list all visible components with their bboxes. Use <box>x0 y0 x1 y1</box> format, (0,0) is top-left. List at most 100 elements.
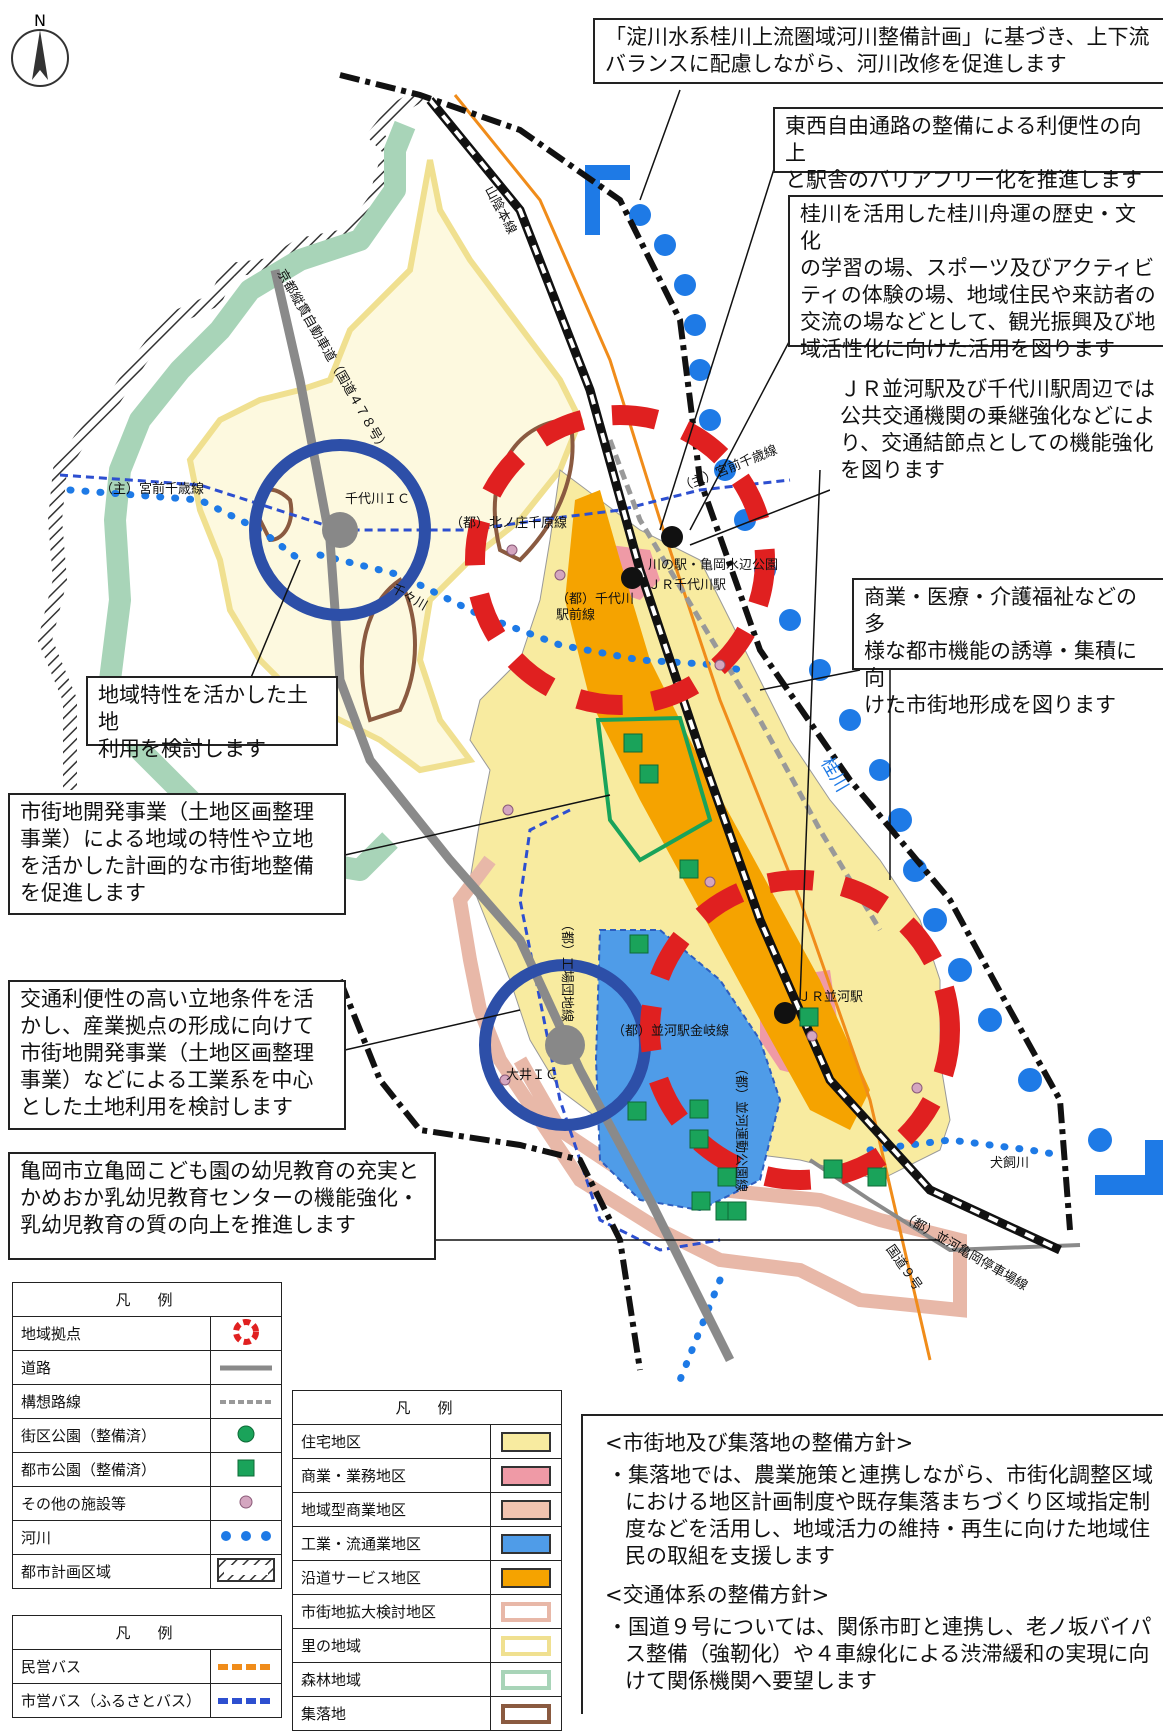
label-oi-ic: 大井ＩＣ <box>506 1068 559 1083</box>
roadside-swatch <box>501 1567 551 1588</box>
legend-swatch <box>210 1384 282 1419</box>
legend-land-use: 凡 例 住宅地区 商業・業務地区 地域型商業地区 工業・流通業地区 沿道サービス… <box>292 1390 562 1731</box>
legend-swatch <box>490 1662 562 1697</box>
municipal-bus-route-south <box>518 808 721 1252</box>
kyoto-jukan-expressway <box>270 269 735 1363</box>
hatched-box-icon <box>217 1557 275 1582</box>
river-mouth-bracket-top <box>585 165 630 235</box>
callout-childcare: 亀岡市立亀岡こども園の幼児教育の充実と かめおか乳幼児教育センターの機能強化・ … <box>8 1152 436 1260</box>
label-jr-namikawa: ＪＲ並河駅 <box>798 990 864 1005</box>
legend-swatch <box>210 1649 282 1684</box>
callout-urban-development: 市街地開発事業（土地区画整理 事業）による地域の特性や立地 を活かした計画的な市… <box>8 793 346 915</box>
city-parks <box>623 733 887 1221</box>
planned-road-icon <box>220 1399 272 1404</box>
regional-base-ring-namikawa <box>640 870 960 1190</box>
policy-heading-transport: <交通体系の整備方針> <box>605 1583 830 1607</box>
green-square-icon <box>237 1459 255 1476</box>
kawanoeki-marker <box>661 526 683 548</box>
label-kawanoeki: 川の駅・亀岡水辺公園 <box>648 558 779 573</box>
blue-dash-icon <box>218 1697 274 1704</box>
callout-river-improvement: 「淀川水系桂川上流圏域河川整備計画」に基づき、上下流 バランスに配慮しながら、河… <box>593 18 1163 84</box>
label-jr-chiyokawa: ＪＲ千代川駅 <box>648 578 727 593</box>
planned-road <box>607 439 883 932</box>
ring-icon <box>233 1318 259 1345</box>
callout-katsura-utilization: 桂川を活用した桂川舟運の歴史・文化 の学習の場、スポーツ及びアクティビ ティの体… <box>788 195 1163 361</box>
south-river <box>676 1276 724 1384</box>
label-chiyokawa-ic: 千代川ＩＣ <box>345 492 411 507</box>
legend-bus: 凡 例 民営バス 市営バス（ふるさとバス） <box>12 1615 282 1718</box>
green-circle-icon <box>237 1425 255 1442</box>
legend-item-label: その他の施設等 <box>12 1486 211 1521</box>
jr-sanin-railway-dashes <box>428 98 1061 1252</box>
legend-item-label: 森林地域 <box>292 1662 491 1697</box>
local-commercial-swatch <box>501 1499 551 1520</box>
river-dots-icon <box>221 1530 271 1541</box>
legend-item-label: 地域拠点 <box>12 1316 211 1351</box>
legend-swatch <box>210 1316 282 1351</box>
pink-circle-icon <box>239 1495 253 1508</box>
callout-leader-lines <box>249 89 940 1241</box>
legend-item-label: 構想路線 <box>12 1384 211 1419</box>
inukai-river <box>866 1136 1064 1159</box>
expansion-swatch <box>501 1601 551 1622</box>
legend-swatch <box>490 1560 562 1595</box>
jr-namikawa-station <box>774 1002 796 1024</box>
legend-item-label: 集落地 <box>292 1696 491 1731</box>
legend-item-label: 都市計画区域 <box>12 1554 211 1589</box>
callout-free-passage: 東西自由通路の整備による利便性の向上 と駅舎のバリアフリー化を推進します <box>773 107 1163 192</box>
callout-urban-functions: 商業・医療・介護福祉などの多 様な都市機能の誘導・集積に向 けた市街地形成を図り… <box>852 578 1163 717</box>
legend-swatch <box>490 1492 562 1527</box>
municipal-boundary <box>339 72 1073 1231</box>
policy-heading-urban: <市街地及び集落地の整備方針> <box>605 1431 914 1455</box>
legend-swatch <box>490 1424 562 1459</box>
private-bus-route <box>453 94 932 1361</box>
north-label: N <box>34 11 46 30</box>
legend-land-use-title: 凡 例 <box>292 1390 562 1425</box>
legend-item-label: 市街地拡大検討地区 <box>292 1594 491 1629</box>
policy-body-transport: ・国道９号については、関係市町と連携し、老ノ坂バイパ ス整備（強靭化）や４車線化… <box>607 1615 1152 1693</box>
legend-item-label: 街区公園（整備済） <box>12 1418 211 1453</box>
satoyama-swatch <box>501 1635 551 1656</box>
legend-item-label: 市営バス（ふるさとバス） <box>12 1683 211 1718</box>
legend-item-label: 沿道サービス地区 <box>292 1560 491 1595</box>
legend-swatch <box>210 1520 282 1555</box>
callout-industrial-base: 交通利便性の高い立地条件を活 かし、産業拠点の形成に向けて 市街地開発事業（土地… <box>8 980 346 1130</box>
legend-item-label: 道路 <box>12 1350 211 1385</box>
legend-item-label: 商業・業務地区 <box>292 1458 491 1493</box>
label-kitanosho: （都）北ノ庄千原線 <box>450 516 568 531</box>
regional-base-ring-chiyokawa <box>465 405 775 715</box>
policy-body-urban: ・集落地では、農業施策と連携しながら、市街化調整区域 における地区計画制度や既存… <box>607 1463 1153 1568</box>
legend-swatch <box>490 1594 562 1629</box>
settlement-loop-1 <box>360 577 417 723</box>
label-namikawa-undo: （都）並河運動公園線 <box>733 1062 748 1193</box>
callout-land-use-study: 地域特性を活かした土地 利用を検討します <box>86 676 338 761</box>
legend-symbols-title: 凡 例 <box>12 1282 282 1317</box>
legend-swatch <box>490 1526 562 1561</box>
legend-item-label: 河川 <box>12 1520 211 1555</box>
park-development-zone <box>595 715 713 863</box>
legend-swatch <box>210 1350 282 1385</box>
legend-swatch <box>490 1458 562 1493</box>
policy-box: <市街地及び集落地の整備方針> ・集落地では、農業施策と連携しながら、市街化調整… <box>581 1414 1163 1714</box>
other-facilities <box>499 544 923 1094</box>
legend-swatch <box>210 1486 282 1521</box>
legend-swatch <box>210 1554 282 1589</box>
legend-swatch <box>490 1628 562 1663</box>
orange-dash-icon <box>218 1663 274 1670</box>
label-kojodanchi: （都）工場団地線 <box>559 918 574 1023</box>
legend-item-label: 地域型商業地区 <box>292 1492 491 1527</box>
industrial-swatch <box>501 1533 551 1554</box>
legend-item-label: 民営バス <box>12 1649 211 1684</box>
legend-swatch <box>490 1696 562 1731</box>
label-miyamae-west: （主）宮前千歳線 <box>100 482 205 497</box>
legend-item-label: 里の地域 <box>292 1628 491 1663</box>
legend-swatch <box>210 1418 282 1453</box>
label-inukai: 犬飼川 <box>990 1156 1030 1171</box>
label-chiyokawa-ekimae: （都）千代川 駅前線 <box>556 592 635 623</box>
legend-item-label: 住宅地区 <box>292 1424 491 1459</box>
callout-transit-node: ＪＲ並河駅及び千代川駅周辺では 公共交通機関の乗継強化などによ り、交通結節点と… <box>830 372 1163 494</box>
north-arrow-icon: N <box>11 11 69 87</box>
river-mouth-bracket-bottom <box>1095 1140 1163 1195</box>
municipal-bus-route <box>59 473 791 532</box>
industrial-area <box>594 929 782 1212</box>
